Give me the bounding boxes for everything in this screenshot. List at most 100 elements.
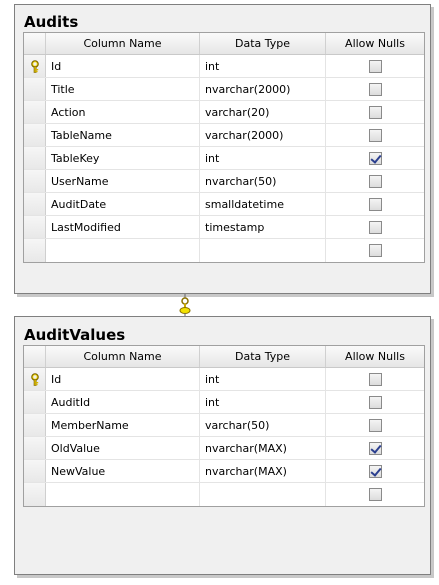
- row-selector[interactable]: [24, 239, 46, 262]
- allow-nulls-cell: [326, 147, 424, 169]
- allow-nulls-header[interactable]: Allow Nulls: [345, 37, 405, 50]
- row-selector[interactable]: [24, 101, 46, 123]
- data-type-cell[interactable]: timestamp: [200, 216, 326, 238]
- allow-nulls-cell: [326, 239, 424, 262]
- table-row[interactable]: [24, 483, 424, 506]
- row-selector[interactable]: [24, 147, 46, 169]
- column-name-cell[interactable]: LastModified: [46, 216, 200, 238]
- row-selector[interactable]: [24, 124, 46, 146]
- allow-nulls-checkbox[interactable]: [368, 174, 382, 188]
- column-name-cell[interactable]: AuditDate: [46, 193, 200, 215]
- data-type-cell[interactable]: nvarchar(2000): [200, 78, 326, 100]
- column-name-cell[interactable]: NewValue: [46, 460, 200, 482]
- row-selector[interactable]: [24, 460, 46, 482]
- column-name-cell[interactable]: Action: [46, 101, 200, 123]
- row-selector-header: [24, 33, 46, 54]
- allow-nulls-checkbox[interactable]: [368, 59, 382, 73]
- table-row[interactable]: [24, 239, 424, 262]
- relationship-key-icon[interactable]: [178, 294, 192, 316]
- allow-nulls-checkbox[interactable]: [368, 372, 382, 386]
- allow-nulls-checkbox[interactable]: [368, 244, 382, 257]
- allow-nulls-header[interactable]: Allow Nulls: [345, 350, 405, 363]
- column-name-cell[interactable]: TableKey: [46, 147, 200, 169]
- row-selector[interactable]: [24, 414, 46, 436]
- column-name-cell[interactable]: Id: [46, 368, 200, 390]
- allow-nulls-checkbox[interactable]: [368, 395, 382, 409]
- column-name-cell[interactable]: [46, 239, 200, 262]
- allow-nulls-cell: [326, 368, 424, 390]
- row-selector[interactable]: [24, 170, 46, 192]
- allow-nulls-checkbox[interactable]: [368, 418, 382, 432]
- allow-nulls-checkbox[interactable]: [368, 128, 382, 142]
- allow-nulls-checkbox[interactable]: [368, 488, 382, 501]
- data-type-header[interactable]: Data Type: [200, 33, 326, 54]
- data-type-cell[interactable]: varchar(20): [200, 101, 326, 123]
- allow-nulls-cell: [326, 216, 424, 238]
- data-type-cell[interactable]: smalldatetime: [200, 193, 326, 215]
- audits-table[interactable]: Audits Column Name Data Type Allow Nulls…: [14, 4, 431, 294]
- allow-nulls-cell: [326, 124, 424, 146]
- column-name-cell[interactable]: AuditId: [46, 391, 200, 413]
- data-type-cell[interactable]: [200, 239, 326, 262]
- allow-nulls-checkbox[interactable]: [368, 151, 382, 165]
- row-selector-header: [24, 346, 46, 367]
- allow-nulls-cell: [326, 193, 424, 215]
- allow-nulls-checkbox[interactable]: [368, 197, 382, 211]
- row-selector[interactable]: [24, 55, 46, 77]
- column-name-header[interactable]: Column Name: [46, 33, 200, 54]
- data-type-cell[interactable]: int: [200, 368, 326, 390]
- allow-nulls-cell: [326, 483, 424, 506]
- allow-nulls-checkbox[interactable]: [368, 105, 382, 119]
- allow-nulls-checkbox[interactable]: [368, 82, 382, 96]
- row-selector[interactable]: [24, 193, 46, 215]
- data-type-cell[interactable]: nvarchar(50): [200, 170, 326, 192]
- column-name-cell[interactable]: UserName: [46, 170, 200, 192]
- data-type-cell[interactable]: varchar(50): [200, 414, 326, 436]
- data-type-cell[interactable]: varchar(2000): [200, 124, 326, 146]
- allow-nulls-cell: [326, 460, 424, 482]
- column-name-cell[interactable]: OldValue: [46, 437, 200, 459]
- row-selector[interactable]: [24, 391, 46, 413]
- auditvalues-table[interactable]: AuditValues Column Name Data Type Allow …: [14, 316, 431, 575]
- data-type-cell[interactable]: [200, 483, 326, 506]
- data-type-cell[interactable]: int: [200, 55, 326, 77]
- row-selector[interactable]: [24, 483, 46, 506]
- data-type-header[interactable]: Data Type: [200, 346, 326, 367]
- allow-nulls-checkbox[interactable]: [368, 441, 382, 455]
- allow-nulls-checkbox[interactable]: [368, 464, 382, 478]
- row-selector[interactable]: [24, 437, 46, 459]
- data-type-cell[interactable]: nvarchar(MAX): [200, 437, 326, 459]
- grid-header: Column Name Data Type Allow Nulls: [24, 346, 424, 368]
- column-name-cell[interactable]: TableName: [46, 124, 200, 146]
- column-name-cell[interactable]: [46, 483, 200, 506]
- allow-nulls-checkbox[interactable]: [368, 220, 382, 234]
- row-selector[interactable]: [24, 78, 46, 100]
- data-type-cell[interactable]: nvarchar(MAX): [200, 460, 326, 482]
- row-selector[interactable]: [24, 368, 46, 390]
- key-icon: [30, 372, 40, 386]
- column-name-cell[interactable]: MemberName: [46, 414, 200, 436]
- column-name-cell[interactable]: Id: [46, 55, 200, 77]
- data-type-cell[interactable]: int: [200, 391, 326, 413]
- column-name-cell[interactable]: Title: [46, 78, 200, 100]
- table-title[interactable]: AuditValues: [24, 326, 126, 344]
- table-title[interactable]: Audits: [24, 13, 79, 31]
- row-selector[interactable]: [24, 216, 46, 238]
- column-name-header[interactable]: Column Name: [46, 346, 200, 367]
- data-type-cell[interactable]: int: [200, 147, 326, 169]
